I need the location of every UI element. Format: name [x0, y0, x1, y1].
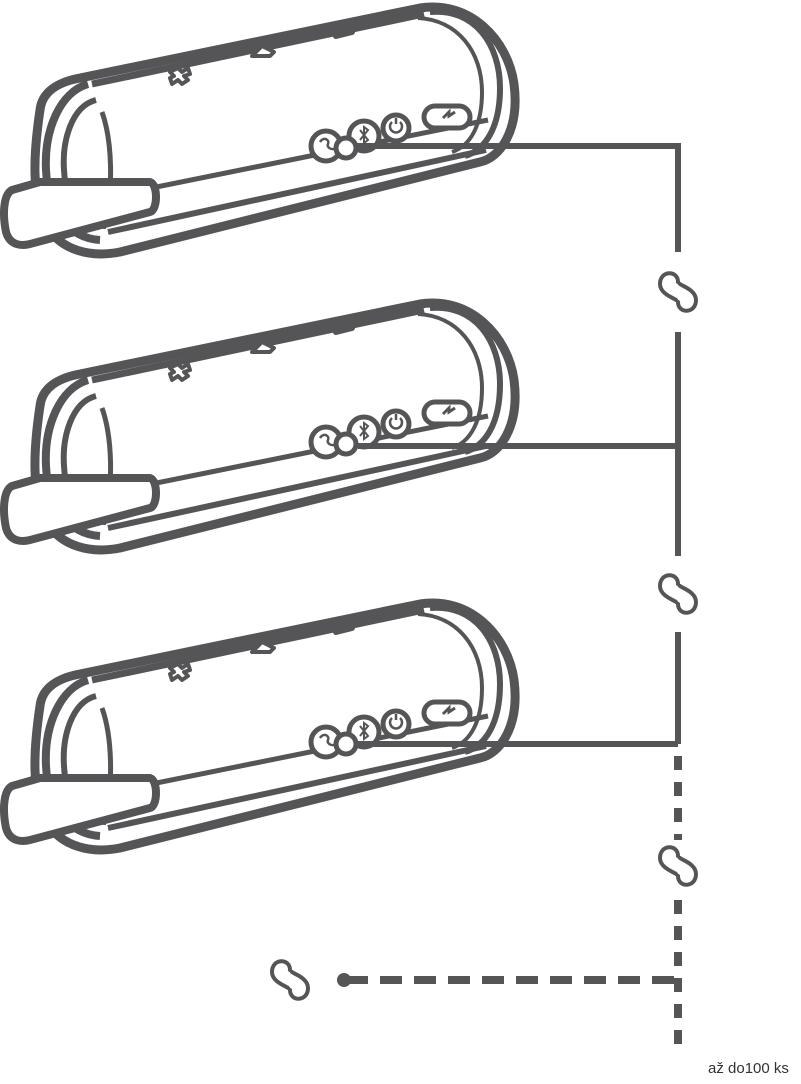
connection-dot: [337, 973, 351, 987]
speaker-3: [4, 603, 515, 850]
chain-link-icon: [658, 573, 698, 615]
chain-link-icon: [270, 959, 310, 1001]
count-caption: až do100 ks: [708, 1060, 789, 1077]
speaker-2: [4, 303, 515, 550]
connection-line-1: [356, 143, 681, 252]
connection-lines: [346, 143, 682, 1050]
chain-link-icon: [658, 271, 698, 313]
chain-link-icon: [658, 845, 698, 887]
speaker-1: [4, 7, 515, 254]
